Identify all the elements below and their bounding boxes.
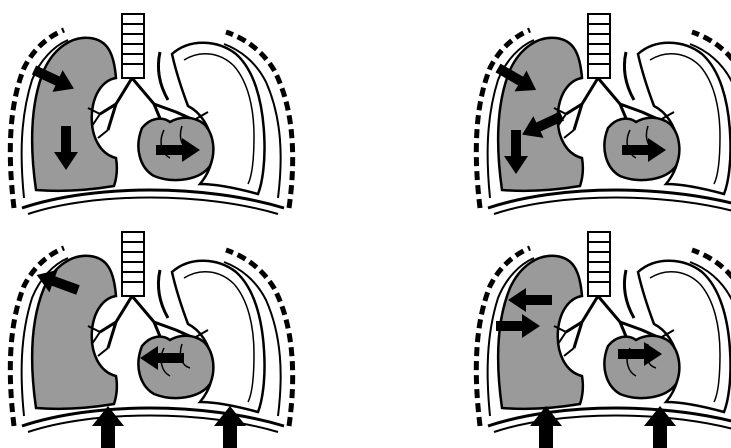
panel-top-right xyxy=(476,14,731,214)
panel-bottom-left xyxy=(10,232,292,448)
thorax-diagram xyxy=(476,232,731,432)
arrow-up-icon xyxy=(644,406,676,448)
thorax-diagram xyxy=(10,232,292,432)
thorax-diagram xyxy=(10,14,292,214)
arrow-up-icon xyxy=(92,406,124,448)
thorax-diagram xyxy=(476,14,731,214)
panel-bottom-right xyxy=(476,232,731,448)
panel-top-left xyxy=(10,14,292,214)
